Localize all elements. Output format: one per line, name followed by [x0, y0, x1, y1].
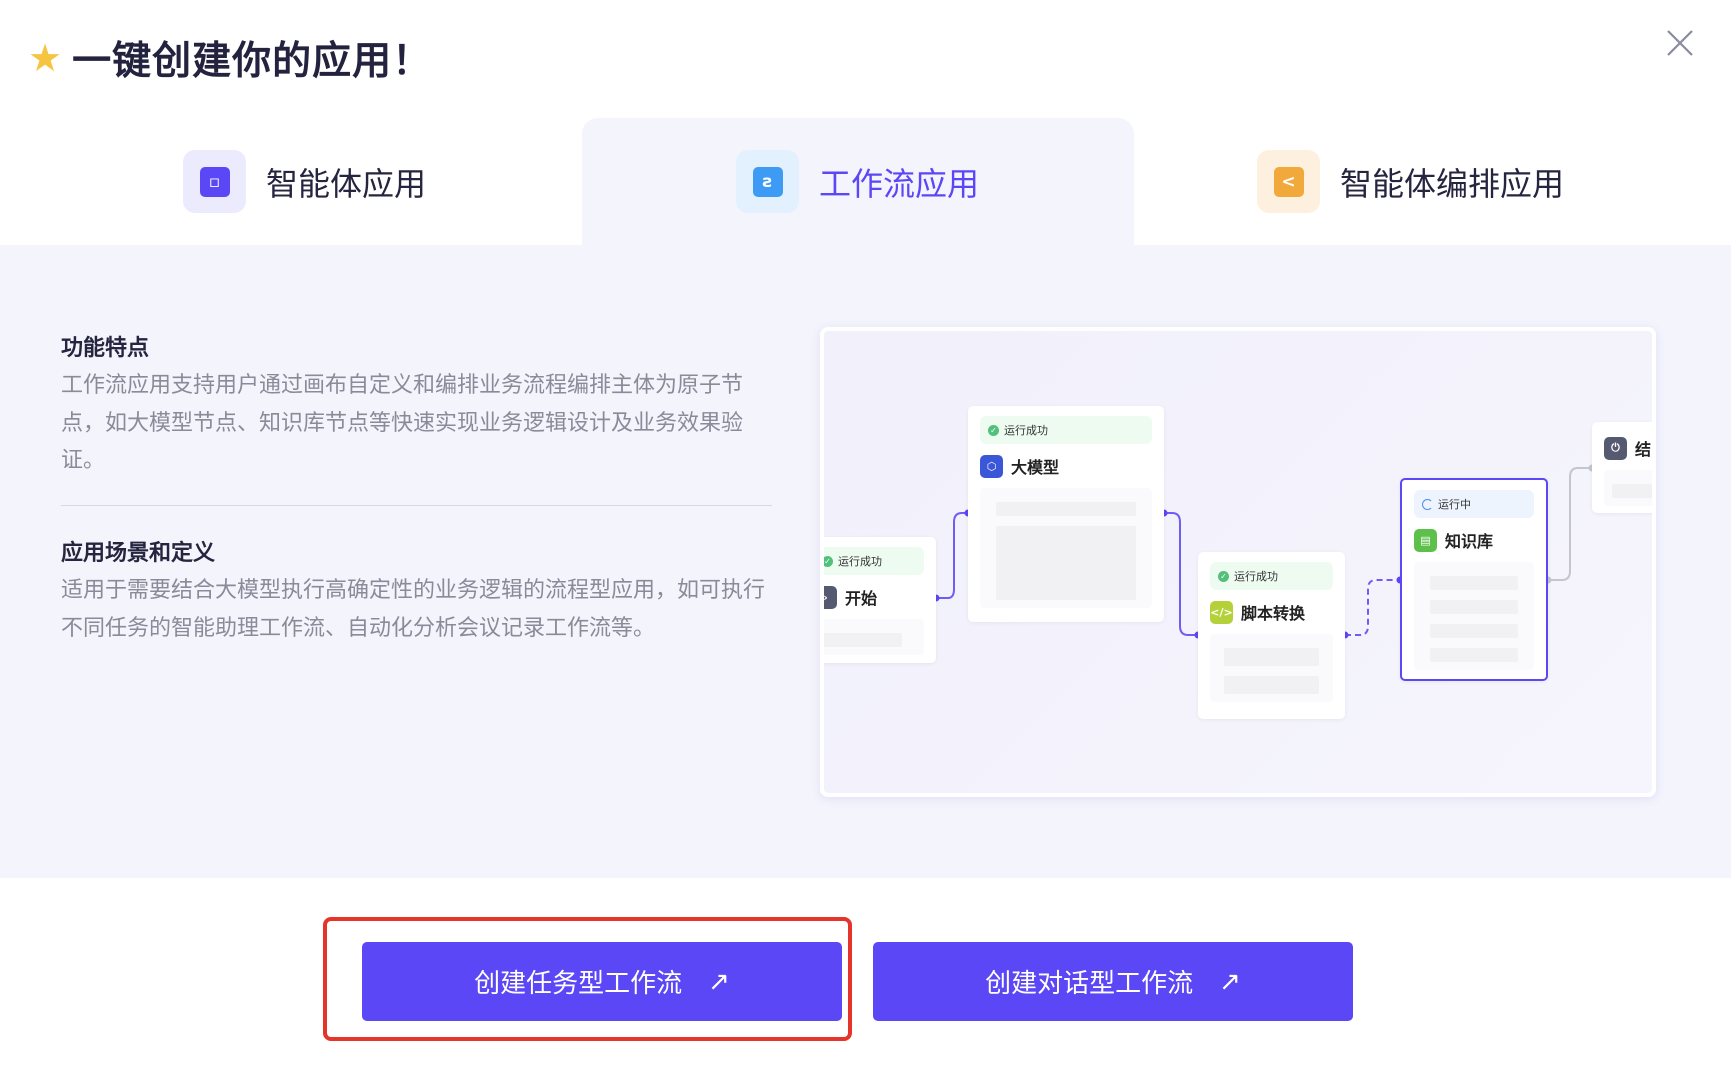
- check-icon: ✓: [988, 424, 999, 436]
- status-text: 运行中: [1438, 498, 1471, 511]
- workflow-preview: ✓ 运行成功 › 开始 ✓ 运行成功 ⬡ 大模型 ✓ 运行成功 </> 脚本转换 运行中 ▤…: [820, 327, 1656, 797]
- node-title: 结: [1635, 440, 1652, 459]
- create-task-workflow-button[interactable]: 创建任务型工作流 ↗: [362, 942, 842, 1021]
- node-title: 大模型: [1011, 458, 1060, 477]
- tab-label: 智能体编排应用: [1340, 164, 1565, 203]
- status-text: 运行成功: [838, 555, 882, 568]
- node-script[interactable]: ✓ 运行成功 </> 脚本转换: [1198, 552, 1345, 719]
- tab-label: 智能体应用: [266, 164, 427, 203]
- start-icon: ›: [824, 585, 837, 609]
- loading-icon: [1422, 498, 1433, 510]
- create-chat-workflow-button[interactable]: 创建对话型工作流 ↗: [873, 942, 1353, 1021]
- dialog-title: ★ 一键创建你的应用！: [28, 30, 432, 86]
- close-icon[interactable]: [1665, 28, 1695, 58]
- database-icon: ▤: [1414, 528, 1437, 552]
- scenarios-heading: 应用场景和定义: [61, 541, 216, 566]
- node-title: 开始: [845, 589, 878, 608]
- tab-label: 工作流应用: [819, 164, 980, 203]
- status-badge: 运行中: [1414, 490, 1534, 518]
- arrow-up-right-icon: ↗: [1219, 966, 1241, 997]
- node-title: 知识库: [1445, 532, 1494, 551]
- status-text: 运行成功: [1004, 424, 1048, 437]
- node-end[interactable]: ⏻结: [1592, 422, 1652, 513]
- node-knowledge-base[interactable]: 运行中 ▤ 知识库: [1400, 478, 1548, 681]
- code-icon: </>: [1210, 600, 1233, 624]
- llm-icon: ⬡: [980, 454, 1003, 478]
- scenarios-text: 适用于需要结合大模型执行高确定性的业务逻辑的流程型应用，如可执行不同任务的智能助…: [61, 578, 766, 641]
- status-badge: ✓ 运行成功: [824, 547, 924, 575]
- check-icon: ✓: [1218, 570, 1229, 582]
- power-icon: ⏻: [1604, 436, 1627, 460]
- node-start[interactable]: ✓ 运行成功 › 开始: [824, 537, 936, 663]
- node-title: 脚本转换: [1241, 604, 1306, 623]
- tab-agent-app[interactable]: ▫ 智能体应用: [183, 118, 426, 245]
- tab-agent-orchestration-app[interactable]: < 智能体编排应用: [1257, 118, 1564, 245]
- arrow-up-right-icon: ↗: [708, 966, 730, 997]
- dialog-title-text: 一键创建你的应用！: [72, 39, 433, 84]
- button-label: 创建任务型工作流: [474, 969, 683, 999]
- features-text: 工作流应用支持用户通过画布自定义和编排业务流程编排主体为原子节点，如大模型节点、…: [61, 373, 744, 473]
- divider: [61, 505, 772, 506]
- highlight-box: [323, 917, 852, 1041]
- button-label: 创建对话型工作流: [985, 969, 1194, 999]
- status-badge: ✓ 运行成功: [1210, 562, 1333, 590]
- features-heading: 功能特点: [61, 336, 150, 361]
- tab-workflow-app[interactable]: ƨ 工作流应用: [582, 118, 1134, 245]
- orchestration-app-icon: <: [1257, 150, 1320, 213]
- star-icon: ★: [28, 36, 63, 80]
- node-llm[interactable]: ✓ 运行成功 ⬡ 大模型: [968, 406, 1164, 622]
- check-icon: ✓: [824, 555, 833, 567]
- status-badge: ✓ 运行成功: [980, 416, 1152, 444]
- agent-app-icon: ▫: [183, 150, 246, 213]
- status-text: 运行成功: [1234, 570, 1278, 583]
- workflow-app-icon: ƨ: [736, 150, 799, 213]
